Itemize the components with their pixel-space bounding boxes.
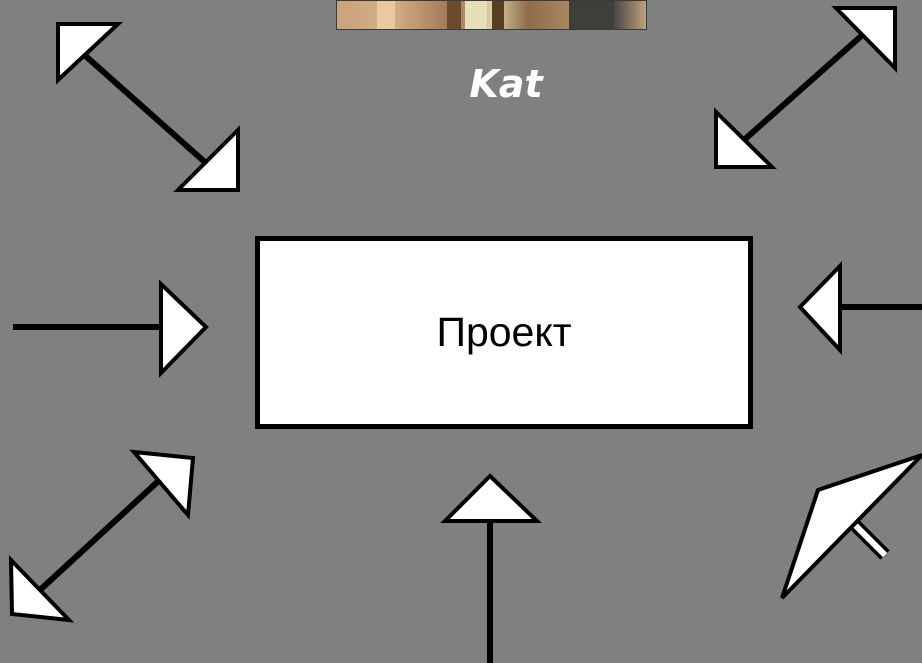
arrow-bottom-center xyxy=(440,473,542,663)
arrow-bottom-right xyxy=(780,453,922,600)
arrow-left xyxy=(13,279,209,378)
project-label: Проект xyxy=(436,309,572,355)
arrow-top-right xyxy=(714,6,897,169)
person-name: Kat xyxy=(469,62,543,106)
arrow-bottom-left xyxy=(8,449,196,623)
project-box: Проект xyxy=(255,236,753,429)
arrow-right xyxy=(797,261,922,356)
arrow-top-left xyxy=(56,22,240,192)
person-photo xyxy=(336,0,647,30)
